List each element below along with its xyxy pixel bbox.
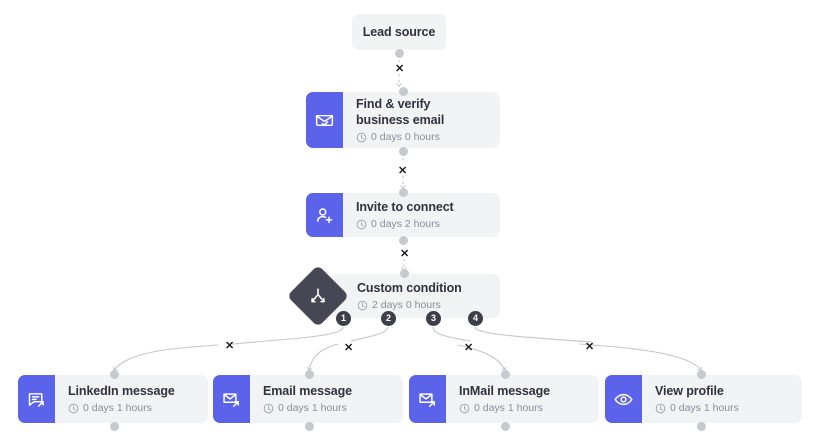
branch-badge-1[interactable]: 1	[336, 311, 351, 326]
clock-icon	[356, 132, 367, 142]
port-out-lead-source[interactable]	[395, 49, 404, 58]
node-body: Email message 0 days 1 hours	[250, 375, 403, 423]
node-title-line-2: business email	[356, 112, 445, 127]
port-out-inmail-message[interactable]	[501, 422, 510, 431]
remove-link-7-icon[interactable]: ✕	[585, 341, 595, 353]
port-in-view-profile[interactable]	[697, 370, 706, 379]
node-duration: 0 days 0 hours	[356, 131, 500, 143]
branch-badge-label: 1	[340, 313, 346, 323]
node-title: Custom condition	[357, 280, 462, 295]
node-invite-to-connect[interactable]: Invite to connect 0 days 2 hours	[306, 193, 500, 237]
port-out-invite-to-connect[interactable]	[399, 236, 408, 245]
duration-text: 0 days 1 hours	[83, 402, 152, 415]
node-title: Invite to connect	[356, 199, 454, 214]
branch-badge-2[interactable]: 2	[381, 311, 396, 326]
port-out-view-profile[interactable]	[697, 422, 706, 431]
node-email-message[interactable]: Email message 0 days 1 hours	[213, 375, 403, 423]
node-duration: 0 days 1 hours	[263, 402, 403, 414]
duration-text: 0 days 1 hours	[670, 402, 739, 415]
envelope-check-icon	[306, 92, 343, 148]
node-duration: 0 days 1 hours	[459, 402, 599, 414]
node-inmail-message[interactable]: InMail message 0 days 1 hours	[409, 375, 599, 423]
branch-badge-4[interactable]: 4	[468, 311, 483, 326]
remove-link-1-icon[interactable]: ✕	[395, 63, 405, 75]
node-duration: 2 days 0 hours	[357, 299, 500, 311]
clock-icon	[357, 300, 368, 311]
node-find-verify-business-email[interactable]: Find & verify business email 0 days 0 ho…	[306, 92, 500, 148]
remove-link-3-icon[interactable]: ✕	[400, 248, 410, 260]
node-lead-source[interactable]: Lead source	[352, 14, 446, 50]
node-title: Email message	[263, 383, 353, 398]
node-body: InMail message 0 days 1 hours	[446, 375, 599, 423]
node-duration: 0 days 1 hours	[68, 402, 208, 414]
duration-text: 0 days 2 hours	[371, 218, 440, 231]
clock-icon	[68, 403, 79, 414]
port-out-linkedin-message[interactable]	[110, 422, 119, 431]
remove-link-6-icon[interactable]: ✕	[464, 342, 474, 354]
port-out-email-message[interactable]	[305, 422, 314, 431]
port-in-email-message[interactable]	[305, 370, 314, 379]
node-title: View profile	[655, 383, 724, 398]
port-in-find-verify-business-email[interactable]	[399, 87, 408, 96]
clock-icon	[459, 403, 470, 414]
node-title: Lead source	[362, 25, 436, 39]
node-body: View profile 0 days 1 hours	[642, 375, 802, 423]
port-in-custom-condition[interactable]	[400, 269, 409, 278]
node-body: Find & verify business email 0 days 0 ho…	[343, 92, 500, 148]
branch-badge-label: 3	[430, 313, 436, 323]
port-in-invite-to-connect[interactable]	[399, 188, 408, 197]
node-body: LinkedIn message 0 days 1 hours	[55, 375, 208, 423]
remove-link-2-icon[interactable]: ✕	[398, 165, 408, 177]
node-body: Custom condition 2 days 0 hours	[330, 274, 500, 318]
node-duration: 0 days 2 hours	[356, 218, 500, 230]
remove-link-4-icon[interactable]: ✕	[225, 340, 235, 352]
envelope-arrow-icon	[213, 375, 250, 423]
branch-badge-label: 4	[472, 313, 478, 323]
clock-icon	[356, 219, 367, 230]
duration-text: 0 days 1 hours	[278, 402, 347, 415]
duration-text: 0 days 0 hours	[371, 131, 440, 143]
branch-badge-3[interactable]: 3	[426, 311, 441, 326]
person-add-icon	[306, 193, 343, 237]
node-body: Invite to connect 0 days 2 hours	[343, 193, 500, 237]
node-title: Find & verify business email	[356, 97, 500, 128]
branch-split-icon[interactable]	[286, 264, 350, 328]
envelope-arrow-icon	[409, 375, 446, 423]
node-view-profile[interactable]: View profile 0 days 1 hours	[605, 375, 802, 423]
clock-icon	[655, 403, 666, 414]
duration-text: 0 days 1 hours	[474, 402, 543, 415]
node-title: LinkedIn message	[68, 383, 175, 398]
eye-icon	[605, 375, 642, 423]
chat-bubble-arrow-icon	[18, 375, 55, 423]
port-in-inmail-message[interactable]	[501, 370, 510, 379]
node-duration: 0 days 1 hours	[655, 402, 802, 414]
clock-icon	[263, 403, 274, 414]
node-linkedin-message[interactable]: LinkedIn message 0 days 1 hours	[18, 375, 208, 423]
branch-badge-label: 2	[385, 313, 391, 323]
node-title: InMail message	[459, 383, 551, 398]
duration-text: 2 days 0 hours	[372, 299, 441, 312]
node-title-line-1: Find & verify	[356, 97, 431, 111]
remove-link-5-icon[interactable]: ✕	[344, 342, 354, 354]
port-in-linkedin-message[interactable]	[110, 370, 119, 379]
node-custom-condition[interactable]: Custom condition 2 days 0 hours	[330, 274, 500, 318]
port-out-find-verify-business-email[interactable]	[399, 147, 408, 156]
